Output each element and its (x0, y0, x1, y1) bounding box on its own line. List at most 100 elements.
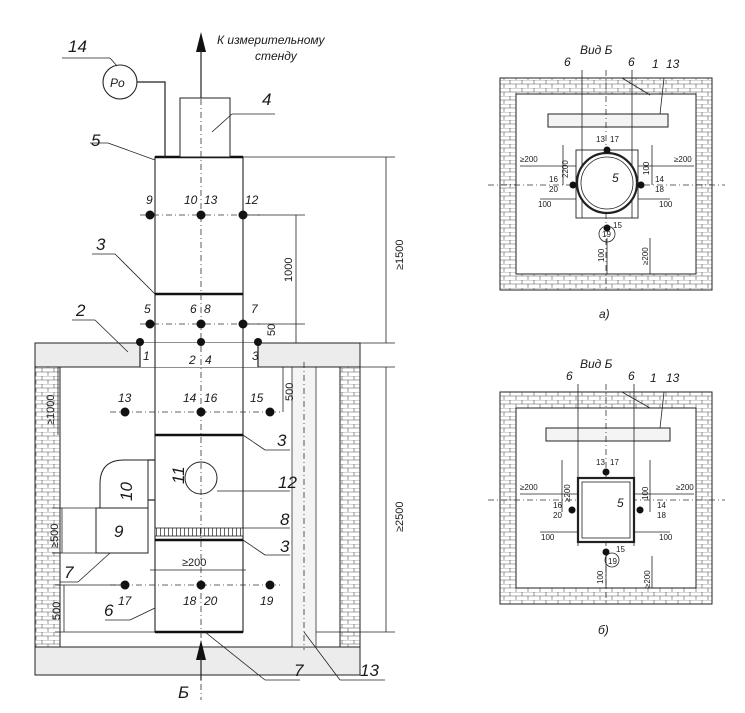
label-6: 6 (564, 55, 571, 69)
dimension-label: ≥200 (182, 557, 206, 569)
point-label: 17 (118, 594, 133, 608)
dimension-label: 50 (266, 324, 278, 336)
callout-5: 5 (91, 131, 101, 150)
dimension-label: 100 (659, 200, 673, 209)
dimension-label: 500 (284, 383, 296, 401)
outlet-pipe (179, 97, 231, 158)
label-6: 6 (628, 55, 635, 69)
point-label: 9 (146, 193, 153, 207)
top-arrow-icon (196, 32, 206, 52)
point-label: 17 (610, 458, 619, 467)
point-label: 19 (602, 230, 611, 239)
point-label: 2 (188, 353, 196, 367)
label-1: 1 (652, 57, 659, 71)
main-drawing: Po К измерительному стенду (34, 32, 406, 702)
dimension-label: ≥200 (643, 570, 652, 588)
label-5: 5 (612, 171, 619, 185)
point-label: 4 (205, 353, 212, 367)
dimension-label: 100 (641, 486, 650, 500)
point-label: 12 (245, 193, 259, 207)
round-duct (575, 151, 639, 215)
callout-9: 9 (114, 522, 124, 541)
callout-3: 3 (277, 431, 287, 450)
point-label: 14 (655, 175, 664, 184)
point-label: 18 (183, 594, 197, 608)
view-caption: б) (598, 623, 609, 637)
gauge-symbol: Po (110, 76, 125, 90)
dimension-label: ≥200 (674, 155, 692, 164)
point-label: 20 (203, 594, 218, 608)
left-wall (34, 366, 61, 648)
point-label: 18 (657, 511, 666, 520)
dimension-label: ≥200 (676, 483, 694, 492)
dimension-label: 2200 (561, 160, 570, 178)
square-duct (576, 476, 636, 544)
section-arrow-icon (196, 640, 206, 660)
point-label: 7 (251, 302, 259, 316)
point-label: 10 (184, 193, 198, 207)
dimension-label: 1000 (283, 258, 295, 282)
dimension-label: 100 (659, 533, 673, 542)
view-title: Вид Б (580, 357, 613, 371)
point-label: 20 (553, 511, 562, 520)
callout-13: 13 (360, 661, 379, 680)
dimension-label: 100 (538, 200, 552, 209)
dimension-label: ≥200 (563, 484, 572, 502)
dimension-label: ≥1000 (45, 394, 57, 425)
callout-7: 7 (294, 661, 304, 680)
dimension-label: 100 (597, 248, 606, 262)
callout-11: 11 (169, 466, 188, 484)
measurement-points (110, 210, 280, 590)
point-label: 19 (260, 594, 274, 608)
callout-14: 14 (68, 37, 87, 56)
inlet-box (95, 507, 149, 554)
point-label: 14 (657, 501, 666, 510)
view-caption: а) (599, 307, 610, 321)
arrow-caption-line1: К измерительному (217, 33, 325, 47)
point-label: 15 (613, 221, 622, 230)
dimension-label: ≥500 (49, 524, 61, 548)
stand-pipe-plan (545, 427, 671, 442)
label-13: 13 (666, 57, 680, 71)
callout-7: 7 (64, 563, 74, 582)
point-label: 8 (204, 302, 211, 316)
label-5: 5 (617, 496, 624, 510)
point-label: 3 (252, 349, 259, 363)
label-13: 13 (666, 371, 680, 385)
inlet-elbow (99, 459, 149, 509)
point-label: 13 (118, 391, 132, 405)
flow-straightener (154, 527, 244, 537)
stand-pipe-plan (547, 113, 669, 128)
arrow-caption-line2: стенду (255, 49, 298, 63)
point-label: 1 (143, 349, 150, 363)
point-label: 13 (596, 135, 605, 144)
label-6: 6 (628, 369, 635, 383)
round-duct-inner (580, 156, 634, 210)
point-label: 5 (144, 302, 151, 316)
label-1: 1 (650, 371, 657, 385)
section-letter: Б (178, 683, 189, 702)
dimension-label: ≥200 (520, 155, 538, 164)
callout-2: 2 (75, 301, 86, 320)
point-label: 15 (250, 391, 264, 405)
dimension-label: 100 (642, 161, 651, 175)
point-label: 16 (553, 501, 562, 510)
callout-12: 12 (278, 473, 297, 492)
view-b: Вид Б 6 6 1 13 5 13 17 16 20 14 18 15 (488, 357, 725, 637)
callout-6: 6 (104, 601, 114, 620)
point-label: 18 (655, 185, 664, 194)
dimension-label: 100 (596, 570, 605, 584)
point-label: 13 (204, 193, 218, 207)
dimension-label: ≥2500 (394, 501, 406, 532)
dimension-label: ≥200 (520, 483, 538, 492)
point-label: 17 (610, 135, 619, 144)
dimension-label: ≥1500 (394, 239, 406, 270)
dimension-label: 100 (541, 533, 555, 542)
callout-3: 3 (280, 537, 290, 556)
view-a: Вид Б 6 6 1 13 5 13 17 16 20 14 18 (488, 43, 725, 321)
point-label: 15 (616, 545, 625, 554)
callout-8: 8 (280, 510, 290, 529)
point-label: 20 (549, 185, 558, 194)
point-label: 14 (183, 391, 197, 405)
